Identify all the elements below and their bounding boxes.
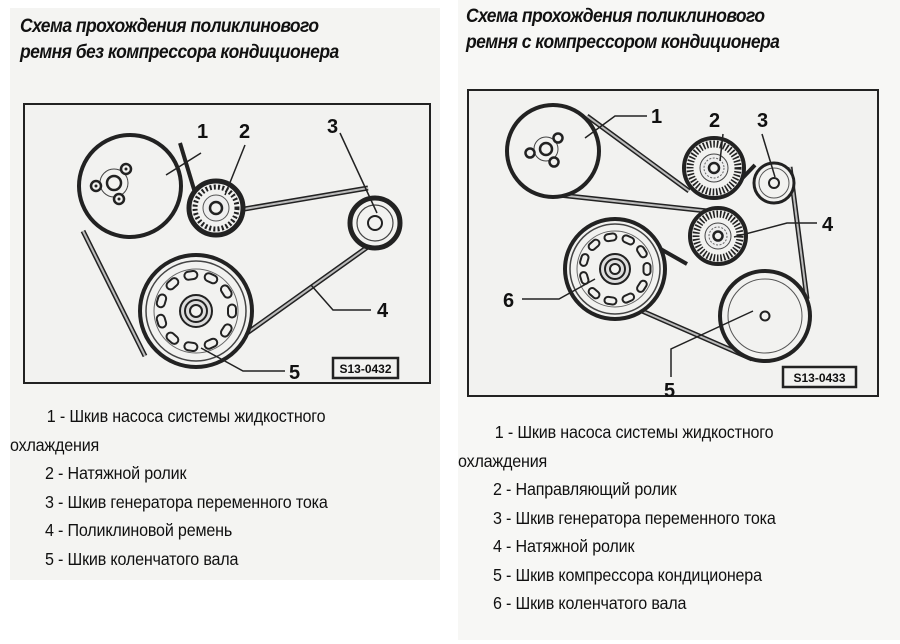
ac-compressor-pulley [718,269,812,363]
legend-item-5: 5 - Шкив компрессора кондиционера [492,564,762,585]
pulley-slot [603,295,618,306]
pulley-slot [587,238,601,251]
left-panel: Схема прохождения поликлинового ремня бе… [10,8,440,580]
legend-item-1-continued: охлаждения [10,434,100,455]
pulley-slot [155,293,168,309]
crankshaft-pulley [563,217,667,321]
legend-item-1: 1 - Шкив насоса системы жидкостного [46,406,326,426]
callout-4: 4 [377,300,389,322]
tensioner-pulley [186,178,246,238]
pulley-slot [642,262,652,276]
pulley-slot [219,323,233,338]
belt-diagram-with-ac: 1 2 3 4 5 6 S13-0433 [467,89,879,399]
left-legend: 1 - Шкив насоса системы жидкостного охла… [10,402,442,573]
legend-item-5: 5 - Шкив коленчатого вала [44,548,239,569]
pulley-slot [183,341,199,352]
pulley-slot [636,279,648,293]
alternator-pulley [347,195,403,251]
callout-3: 3 [757,110,768,132]
callout-1: 1 [651,106,662,128]
legend-item-3: 3 - Шкив генератора переменного тока [44,491,328,512]
right-title: Схема прохождения поликлинового ремня с … [466,4,780,56]
left-title-line2: ремня без компрессора кондиционера [20,42,339,63]
figure-code: S13-0433 [793,371,845,385]
pulley-slot [165,277,180,291]
right-panel: Схема прохождения поликлинового ремня с … [458,0,900,640]
water-pump-pulley [505,103,601,199]
pulley-slot [579,253,590,267]
pulley-slot [587,287,601,300]
legend-item-2: 2 - Натяжной ролик [44,463,187,483]
pulley-slot [155,313,168,329]
pulley-slot [621,292,636,304]
right-title-line2: ремня с компрессором кондиционера [466,32,780,53]
legend-item-6: 6 - Шкив коленчатого вала [492,593,687,613]
figure-code-box: S13-0433 [781,365,858,389]
callout-2: 2 [239,121,250,143]
figure-code: S13-0432 [339,362,391,376]
pulley-slot [227,303,237,319]
callout-4: 4 [822,214,834,236]
callout-leaders [165,132,378,372]
legend-item-2: 2 - Направляющий ролик [492,479,677,499]
callout-5: 5 [664,380,675,399]
pulley-slot [165,331,180,345]
pulley-slot [183,270,199,281]
right-legend: 1 - Шкив насоса системы жидкостного охла… [458,418,900,618]
alternator-pulley [752,161,796,205]
legend-item-4: 4 - Поликлиновой ремень [44,520,233,540]
callout-1: 1 [197,121,208,143]
legend-item-1: 1 - Шкив насоса системы жидкостного [494,422,774,442]
callout-2: 2 [709,110,720,132]
callout-leaders [522,115,817,377]
right-title-line1: Схема прохождения поликлинового [466,6,765,27]
pulley-slot [603,232,618,243]
legend-item-1-continued: охлаждения [458,450,548,471]
pulley-slot [621,234,636,246]
crankshaft-pulley [138,253,254,369]
left-title-line1: Схема прохождения поликлинового [20,16,319,37]
callout-3: 3 [327,116,338,138]
callout-6: 6 [503,290,514,312]
belt-diagram-without-ac: 1 2 3 4 5 S13-0432 [23,103,431,384]
pulley-slot [636,245,648,259]
water-pump-pulley [77,133,183,239]
idler-pulley [682,136,746,200]
pulley-slot [219,284,233,299]
legend-item-4: 4 - Натяжной ролик [492,536,635,556]
legend-item-3: 3 - Шкив генератора переменного тока [492,507,776,528]
pulley-slot [203,272,219,285]
figure-code-box: S13-0432 [331,356,400,380]
callout-5: 5 [289,362,300,384]
pulley-slot [203,337,219,350]
left-title: Схема прохождения поликлинового ремня бе… [20,14,339,66]
